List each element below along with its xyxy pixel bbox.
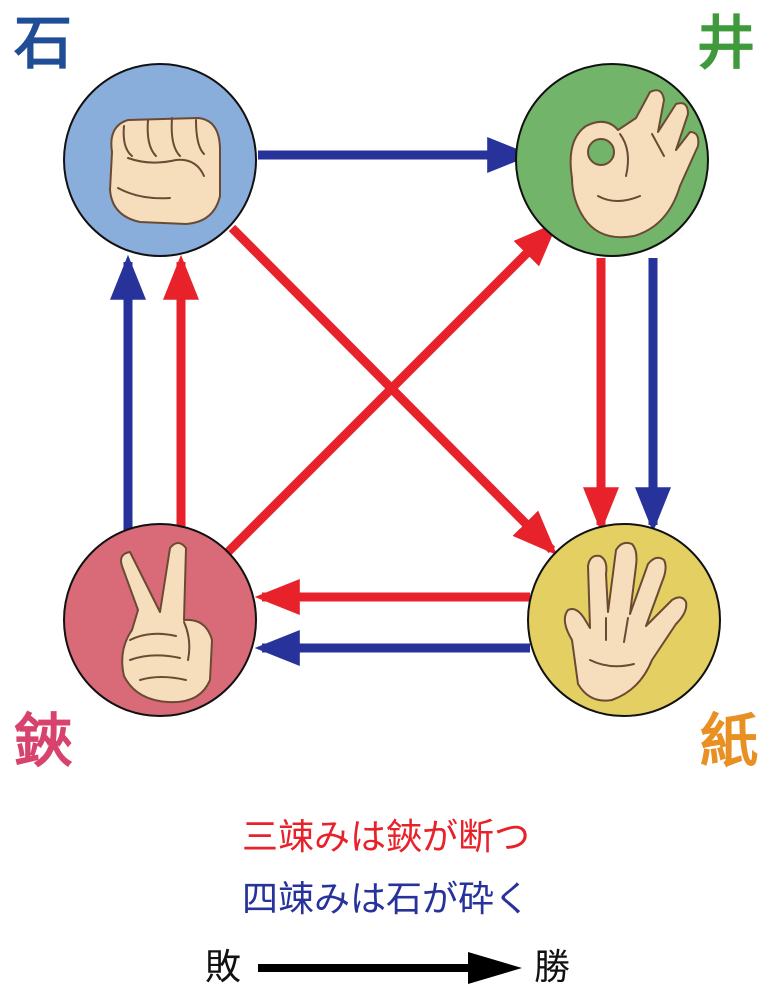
paper-node xyxy=(527,523,721,717)
legend-four-way: 四竦みは石が砕く xyxy=(241,879,530,920)
paper-label: 紙 xyxy=(700,707,759,775)
stone-label: 石 xyxy=(14,9,73,77)
open-hand-icon xyxy=(563,541,688,702)
well-node xyxy=(515,63,709,257)
black-arrow-head xyxy=(468,952,522,984)
fist-icon xyxy=(109,117,221,225)
ok-hand-icon xyxy=(569,89,700,239)
legend-win-label: 勝 xyxy=(534,947,571,988)
stone-node xyxy=(63,63,257,257)
legend-lose-label: 敗 xyxy=(205,947,242,988)
arrows xyxy=(110,137,671,666)
black-arrow-shaft xyxy=(258,964,474,972)
scissors-label: 鋏 xyxy=(14,707,73,775)
legend-black-arrow xyxy=(258,952,522,984)
arrow-scissors-to-well-red xyxy=(224,221,559,556)
scissors-node xyxy=(63,523,257,717)
peace-hand-icon xyxy=(120,542,213,704)
legend-three-way: 三竦みは鋏が断つ xyxy=(241,817,530,858)
well-label: 井 xyxy=(697,9,756,77)
